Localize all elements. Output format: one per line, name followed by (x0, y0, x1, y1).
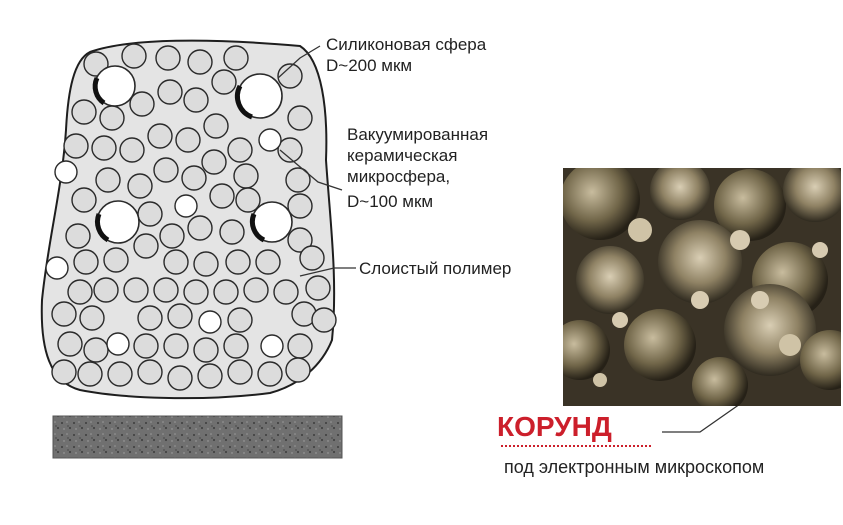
ceramic-microsphere (228, 138, 252, 162)
ceramic-microsphere (84, 338, 108, 362)
ceramic-microsphere (120, 138, 144, 162)
ceramic-microsphere (168, 366, 192, 390)
ceramic-microsphere (244, 278, 268, 302)
ceramic-microsphere (198, 364, 222, 388)
ceramic-microsphere (94, 278, 118, 302)
label-ceramic-line2: керамическая (347, 145, 457, 167)
ceramic-microsphere (224, 46, 248, 70)
ceramic-microsphere (220, 220, 244, 244)
ceramic-microsphere (212, 70, 236, 94)
substrate (53, 416, 342, 458)
ceramic-microsphere (138, 202, 162, 226)
ceramic-microsphere (194, 338, 218, 362)
ceramic-microsphere (128, 174, 152, 198)
ceramic-microsphere (226, 250, 250, 274)
ceramic-microsphere (108, 362, 132, 386)
ceramic-microsphere (66, 224, 90, 248)
ceramic-microsphere (274, 280, 298, 304)
ceramic-microsphere (256, 250, 280, 274)
ceramic-microsphere (288, 334, 312, 358)
ceramic-microsphere (52, 360, 76, 384)
ceramic-microsphere (158, 80, 182, 104)
ceramic-microsphere (154, 278, 178, 302)
ceramic-microsphere (122, 44, 146, 68)
ceramic-microsphere (300, 246, 324, 270)
ceramic-microsphere (176, 128, 200, 152)
ceramic-microsphere (214, 280, 238, 304)
label-ceramic-size: D~100 мкм (347, 191, 433, 213)
ceramic-microsphere (104, 248, 128, 272)
ceramic-microsphere (228, 308, 252, 332)
ceramic-microsphere (148, 124, 172, 148)
label-ceramic-line3: микросфера, (347, 166, 450, 188)
ceramic-microsphere (188, 50, 212, 74)
label-microscope: под электронным микроскопом (504, 456, 764, 478)
ceramic-microsphere (64, 134, 88, 158)
ceramic-microsphere (258, 362, 282, 386)
ceramic-microsphere (164, 250, 188, 274)
ceramic-microsphere (202, 150, 226, 174)
ceramic-microsphere (288, 194, 312, 218)
korund-logo: КОРУНД (497, 411, 657, 455)
ceramic-microsphere (72, 100, 96, 124)
ceramic-microsphere (80, 306, 104, 330)
logo-wordmark: КОРУНД (497, 411, 612, 443)
ceramic-microsphere (182, 166, 206, 190)
microscope-photo (550, 158, 843, 413)
ceramic-microsphere (78, 362, 102, 386)
ceramic-microsphere (74, 250, 98, 274)
ceramic-microsphere (164, 334, 188, 358)
ceramic-microsphere (130, 92, 154, 116)
ceramic-microsphere (154, 158, 178, 182)
ceramic-microsphere (194, 252, 218, 276)
ceramic-microsphere (124, 278, 148, 302)
ceramic-microsphere (72, 188, 96, 212)
ceramic-microsphere (184, 88, 208, 112)
label-ceramic-line1: Вакуумированная (347, 124, 488, 146)
label-silicone-sphere: Силиконовая сфера (326, 34, 486, 56)
ceramic-microsphere (92, 136, 116, 160)
ceramic-microsphere (96, 168, 120, 192)
ceramic-microsphere (288, 106, 312, 130)
ceramic-microsphere (52, 302, 76, 326)
ceramic-microsphere (228, 360, 252, 384)
ceramic-microsphere (134, 334, 158, 358)
label-silicone-sphere-size: D~200 мкм (326, 55, 412, 77)
ceramic-microsphere (224, 334, 248, 358)
label-polymer: Слоистый полимер (359, 258, 511, 280)
ceramic-microsphere (68, 280, 92, 304)
ceramic-microsphere (306, 276, 330, 300)
logo-tagline-dots (501, 445, 651, 450)
ceramic-microsphere (286, 358, 310, 382)
ceramic-microsphere (188, 216, 212, 240)
ceramic-microsphere (312, 308, 336, 332)
ceramic-microsphere (160, 224, 184, 248)
ceramic-microsphere (184, 280, 208, 304)
ceramic-microsphere (100, 106, 124, 130)
ceramic-microsphere (234, 164, 258, 188)
ceramic-microsphere (138, 306, 162, 330)
ceramic-microsphere (138, 360, 162, 384)
ceramic-microsphere (168, 304, 192, 328)
ceramic-microsphere (210, 184, 234, 208)
ceramic-microsphere (134, 234, 158, 258)
ceramic-microsphere (58, 332, 82, 356)
ceramic-microsphere (204, 114, 228, 138)
ceramic-microsphere (156, 46, 180, 70)
